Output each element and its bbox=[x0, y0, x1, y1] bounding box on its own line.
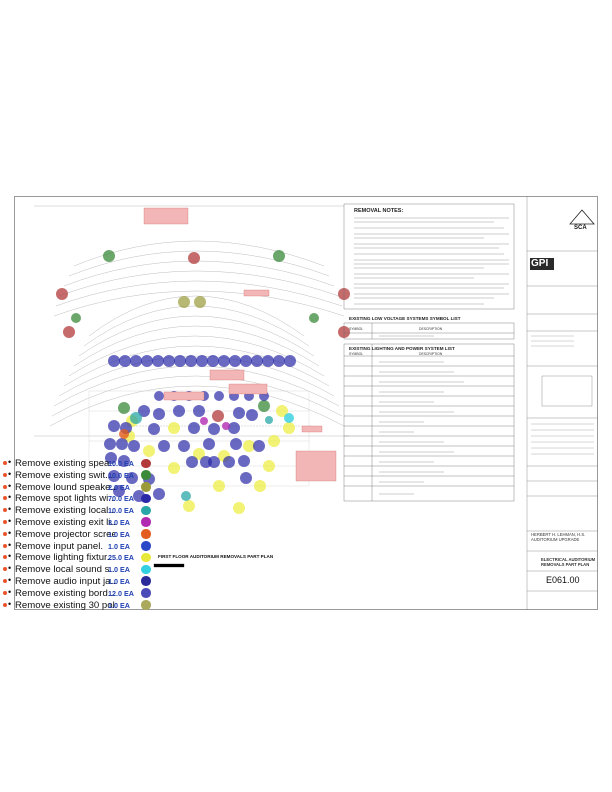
lighting-list-title: EXISTING LIGHTING AND POWER SYSTEM LIST bbox=[349, 346, 455, 351]
row-marker bbox=[3, 531, 7, 536]
auditorium-plan bbox=[34, 196, 598, 610]
row-marker bbox=[3, 461, 7, 465]
bullet-icon: • bbox=[8, 468, 12, 479]
legend-row[interactable]: •Remove audio input ja...1.0 EA bbox=[0, 574, 160, 588]
drawing-title-line-2: REMOVALS PART PLAN bbox=[541, 562, 590, 567]
notes-title: REMOVAL NOTES: bbox=[354, 208, 404, 214]
legend-count: 2.0 EA bbox=[108, 482, 130, 492]
legend-row[interactable]: •Remove existing spea...10.0 EA bbox=[0, 457, 160, 470]
legend-label: Remove lighting fixtur... bbox=[15, 552, 115, 564]
bullet-icon: • bbox=[8, 457, 12, 467]
legend-color-swatch bbox=[141, 517, 151, 527]
bullet-icon: • bbox=[8, 515, 12, 526]
row-marker bbox=[3, 519, 7, 524]
row-marker bbox=[3, 508, 7, 513]
legend-label: Remove existing swit... bbox=[15, 469, 114, 481]
row-marker bbox=[3, 590, 7, 595]
legend-count: 10.0 EA bbox=[108, 506, 134, 516]
legend-count: 1.0 EA bbox=[108, 600, 130, 610]
legend-color-swatch bbox=[141, 541, 151, 551]
bullet-icon: • bbox=[8, 539, 12, 550]
legend-color-swatch bbox=[141, 482, 151, 492]
legend-row[interactable]: •Remove input panel. 1.0 EA bbox=[0, 539, 160, 553]
row-marker bbox=[3, 472, 7, 477]
bullet-icon: • bbox=[8, 574, 12, 585]
bullet-icon: • bbox=[8, 563, 12, 574]
drawing-title-line-1: ELECTRICAL AUDITORIUM bbox=[541, 557, 596, 562]
sca-logo: SCA bbox=[574, 225, 587, 231]
legend-color-swatch bbox=[141, 600, 151, 610]
legend-color-swatch bbox=[141, 588, 151, 598]
bullet-icon: • bbox=[8, 504, 12, 515]
legend-color-swatch bbox=[141, 470, 151, 480]
legend-color-swatch bbox=[141, 576, 151, 586]
drawing-sheet: REMOVAL NOTES: EXISTING LOW VOLTAGE SYST… bbox=[14, 196, 598, 610]
sheet-border bbox=[14, 196, 598, 610]
legend-row[interactable]: •Remove existing local...10.0 EA bbox=[0, 504, 160, 517]
legend-count: 12.0 EA bbox=[108, 588, 134, 598]
firm-logo: GPI bbox=[531, 258, 549, 269]
legend-color-swatch bbox=[141, 493, 151, 504]
legend-label: Remove spot lights wi... bbox=[15, 493, 115, 505]
legend-label: Remove audio input ja... bbox=[15, 575, 115, 587]
legend-count: 25.0 EA bbox=[108, 553, 134, 563]
lighting-description-header: DESCRIPTION bbox=[419, 352, 443, 356]
bullet-icon: • bbox=[8, 480, 12, 491]
legend-label: Remove existing 30 pole bbox=[15, 599, 115, 611]
bullet-icon: • bbox=[8, 527, 12, 538]
row-marker bbox=[3, 484, 7, 489]
legend-color-swatch bbox=[141, 505, 151, 516]
legend-color-swatch bbox=[141, 458, 151, 468]
legend-count: 3.0 EA bbox=[108, 517, 130, 527]
legend-row[interactable]: •Remove existing bord...12.0 EA bbox=[0, 586, 160, 600]
legend-count: 10.0 EA bbox=[108, 459, 134, 468]
low-voltage-list-title: EXISTING LOW VOLTAGE SYSTEMS SYMBOL LIST bbox=[349, 316, 461, 321]
low-voltage-symbol-header: SYMBOL bbox=[349, 327, 364, 331]
legend-row[interactable]: •Remove lound speake...2.0 EA bbox=[0, 480, 160, 494]
bullet-icon: • bbox=[8, 598, 12, 609]
bullet-icon: • bbox=[8, 586, 12, 597]
bullet-icon: • bbox=[8, 551, 12, 562]
legend-label: Remove local sound s... bbox=[15, 564, 115, 576]
row-marker bbox=[3, 543, 7, 548]
legend-label: Remove projector screen bbox=[15, 528, 115, 540]
row-marker bbox=[3, 496, 7, 501]
row-marker bbox=[3, 567, 7, 572]
low-voltage-description-header: DESCRIPTION bbox=[419, 327, 443, 331]
legend-row[interactable]: •Remove existing exit li...3.0 EA bbox=[0, 515, 160, 529]
project-name-line-1: HERBERT H. LEHMAN, H.S. bbox=[531, 532, 586, 537]
quantity-legend: •Remove existing spea...10.0 EA•Remove e… bbox=[0, 457, 160, 612]
sheet-number: E061.00 bbox=[546, 575, 580, 585]
legend-count: 10.0 EA bbox=[108, 470, 134, 480]
legend-row[interactable]: •Remove existing swit...10.0 EA bbox=[0, 468, 160, 482]
project-name-line-2: AUDITORIUM UPGRADE bbox=[531, 537, 580, 542]
legend-row[interactable]: •Remove spot lights wi...70.0 EA bbox=[0, 492, 160, 505]
plan-title: FIRST FLOOR AUDITORIUM REMOVALS PART PLA… bbox=[158, 554, 274, 559]
bullet-icon: • bbox=[8, 492, 12, 503]
row-marker bbox=[3, 578, 7, 583]
legend-count: 1.0 EA bbox=[108, 576, 130, 586]
legend-label: Remove input panel. bbox=[15, 540, 103, 552]
legend-row[interactable]: •Remove local sound s...1.0 EA bbox=[0, 563, 160, 576]
legend-color-swatch bbox=[141, 564, 151, 575]
legend-count: 1.0 EA bbox=[108, 565, 130, 575]
legend-count: 1.0 EA bbox=[108, 529, 130, 539]
legend-label: Remove existing spea... bbox=[15, 458, 115, 469]
legend-label: Remove existing bord... bbox=[15, 587, 115, 599]
lighting-symbol-header: SYMBOL bbox=[349, 352, 364, 356]
legend-count: 1.0 EA bbox=[108, 541, 130, 551]
legend-label: Remove lound speake... bbox=[15, 481, 115, 493]
legend-label: Remove existing exit li... bbox=[15, 516, 115, 528]
row-marker bbox=[3, 555, 7, 560]
legend-count: 70.0 EA bbox=[108, 494, 134, 504]
legend-color-swatch bbox=[141, 552, 151, 563]
row-marker bbox=[3, 602, 7, 607]
legend-color-swatch bbox=[141, 529, 151, 539]
legend-row[interactable]: •Remove lighting fixtur...25.0 EA bbox=[0, 551, 160, 564]
legend-label: Remove existing local... bbox=[15, 505, 115, 517]
